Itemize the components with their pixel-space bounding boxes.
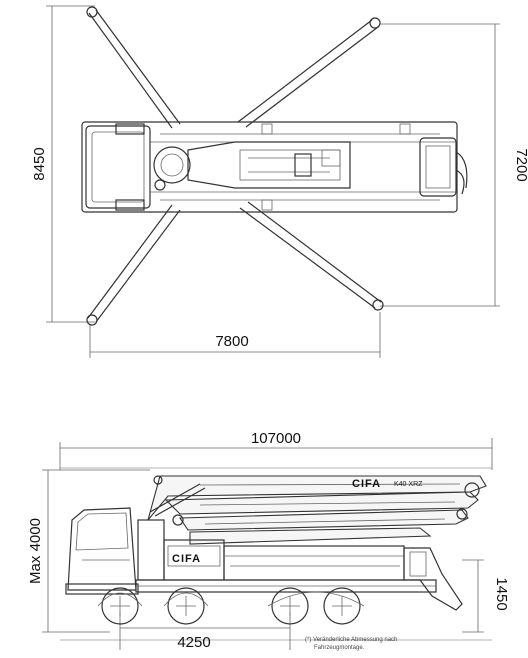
cab-brand-label: CIFA bbox=[172, 553, 201, 565]
dim-label-107000: 107000 bbox=[251, 430, 301, 447]
truck-top-outline bbox=[81, 121, 468, 213]
top-view: 8450 7200 7800 bbox=[31, 5, 528, 358]
dimension-top-107000: 107000 bbox=[59, 430, 493, 641]
wheels bbox=[97, 587, 365, 625]
dim-label-1450: 1450 bbox=[493, 577, 510, 610]
dim-label-4250: 4250 bbox=[177, 634, 210, 651]
dimension-bottom-4250: 4250 bbox=[119, 612, 291, 651]
dim-label-max4000: Max 4000 bbox=[27, 518, 44, 584]
footnote-line-1: (*) Veränderliche Abmessung nach bbox=[305, 637, 397, 643]
dim-label-7800: 7800 bbox=[215, 333, 248, 350]
dimension-right-1450: 1450 bbox=[462, 559, 510, 633]
wheel-3 bbox=[271, 587, 309, 625]
footnote-line-2: Fahrzeugmontage. bbox=[314, 645, 365, 651]
dimension-right-7200: 7200 bbox=[380, 23, 528, 307]
dimension-left-max4000: Max 4000 bbox=[27, 469, 150, 633]
outrigger-legs bbox=[86, 6, 384, 326]
boom-assembly: CIFA K40 XRZ bbox=[147, 475, 487, 545]
dim-label-7200: 7200 bbox=[513, 148, 528, 181]
dimension-left-8450: 8450 bbox=[31, 5, 95, 323]
footnote: (*) Veränderliche Abmessung nach Fahrzeu… bbox=[305, 637, 397, 651]
dim-label-8450: 8450 bbox=[31, 147, 48, 180]
boom-brand-label: CIFA bbox=[352, 478, 381, 490]
wheel-4 bbox=[323, 587, 361, 625]
truck-side-outline: CIFA bbox=[65, 507, 463, 611]
boom-model-label: K40 XRZ bbox=[394, 481, 423, 488]
wheel-1 bbox=[101, 587, 139, 625]
wheel-2 bbox=[167, 587, 205, 625]
side-view: 107000 Max 4000 1450 4250 bbox=[27, 430, 510, 651]
dimension-bottom-7800: 7800 bbox=[89, 312, 381, 358]
